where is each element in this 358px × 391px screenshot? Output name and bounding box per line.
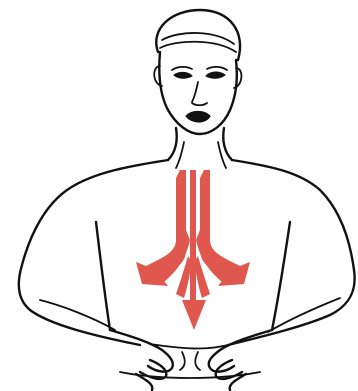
nose xyxy=(192,82,207,105)
right-hand xyxy=(209,330,272,390)
right-arrow xyxy=(200,170,250,286)
airflow-arrows xyxy=(136,170,250,330)
left-hand xyxy=(110,330,173,390)
left-eye xyxy=(174,72,192,78)
left-arrow xyxy=(136,170,186,286)
right-eye xyxy=(206,72,225,78)
face xyxy=(172,67,227,122)
mouth xyxy=(186,112,210,123)
